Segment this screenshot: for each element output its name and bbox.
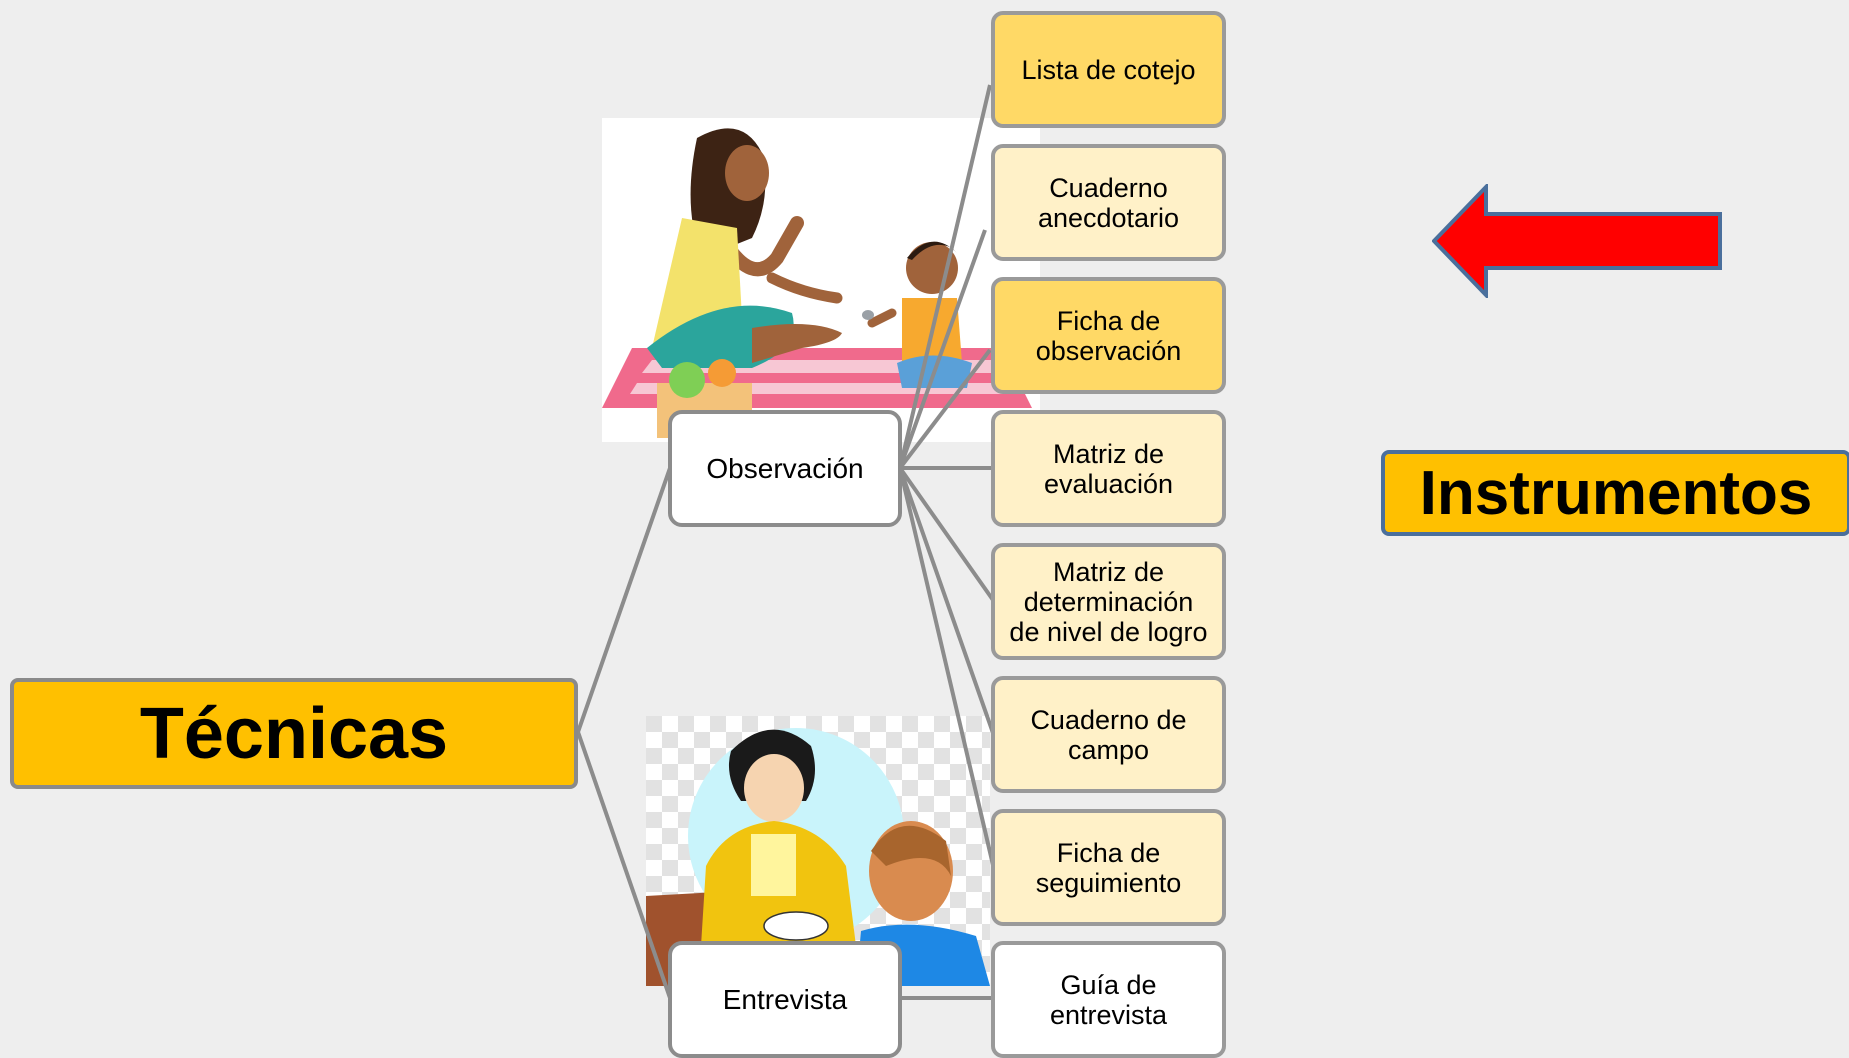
instrument-lista-de-cotejo: Lista de cotejo	[991, 11, 1226, 128]
instrument-guia-de-entrevista: Guía de entrevista	[991, 941, 1226, 1058]
instrument-line: observación	[1035, 335, 1182, 366]
instrument-line: Ficha de	[1056, 837, 1161, 868]
instrument-line: Matriz de	[1052, 556, 1165, 587]
instrument-line: Lista de cotejo	[1021, 54, 1196, 85]
instrument-line: Cuaderno de	[1030, 704, 1187, 735]
instrument-matriz-de-evaluacion: Matriz de evaluación	[991, 410, 1226, 527]
instrument-line: evaluación	[1043, 468, 1174, 499]
technique-entrevista: Entrevista	[668, 941, 902, 1058]
technique-label: Entrevista	[722, 983, 848, 1015]
instrument-cuaderno-anecdotario: Cuaderno anecdotario	[991, 144, 1226, 261]
instrument-line: anecdotario	[1037, 202, 1180, 233]
instrument-line: determinación	[1023, 586, 1194, 617]
instruments-label-text: Instrumentos	[1419, 458, 1813, 528]
instrument-cuaderno-de-campo: Cuaderno de campo	[991, 676, 1226, 793]
instrument-line: campo	[1067, 734, 1150, 765]
instrument-line: Ficha de	[1056, 305, 1161, 336]
technique-label: Observación	[706, 452, 864, 484]
instrument-line: entrevista	[1049, 999, 1168, 1030]
instrument-line: seguimiento	[1035, 867, 1182, 898]
instruments-label: Instrumentos	[1381, 450, 1849, 536]
connector-observacion-matriz-nivel-de-logro	[898, 466, 995, 602]
instrument-line: Cuaderno	[1049, 172, 1168, 203]
techniques-label-text: Técnicas	[139, 693, 449, 774]
instrument-line: Guía de	[1060, 969, 1157, 1000]
mother-and-baby-illustration	[602, 118, 1040, 442]
instrument-line: de nivel de logro	[1009, 616, 1208, 647]
connector-observacion-cuaderno-de-campo	[898, 467, 995, 734]
instrument-ficha-de-seguimiento: Ficha de seguimiento	[991, 809, 1226, 926]
connector-root-observacion	[576, 467, 672, 733]
instrument-matriz-nivel-de-logro: Matriz de determinación de nivel de logr…	[991, 543, 1226, 660]
technique-observacion: Observación	[668, 410, 902, 527]
instrument-line: Matriz de	[1052, 438, 1165, 469]
left-arrow-icon	[1432, 184, 1722, 298]
instrument-ficha-de-observacion: Ficha de observación	[991, 277, 1226, 394]
techniques-label: Técnicas	[10, 678, 578, 789]
